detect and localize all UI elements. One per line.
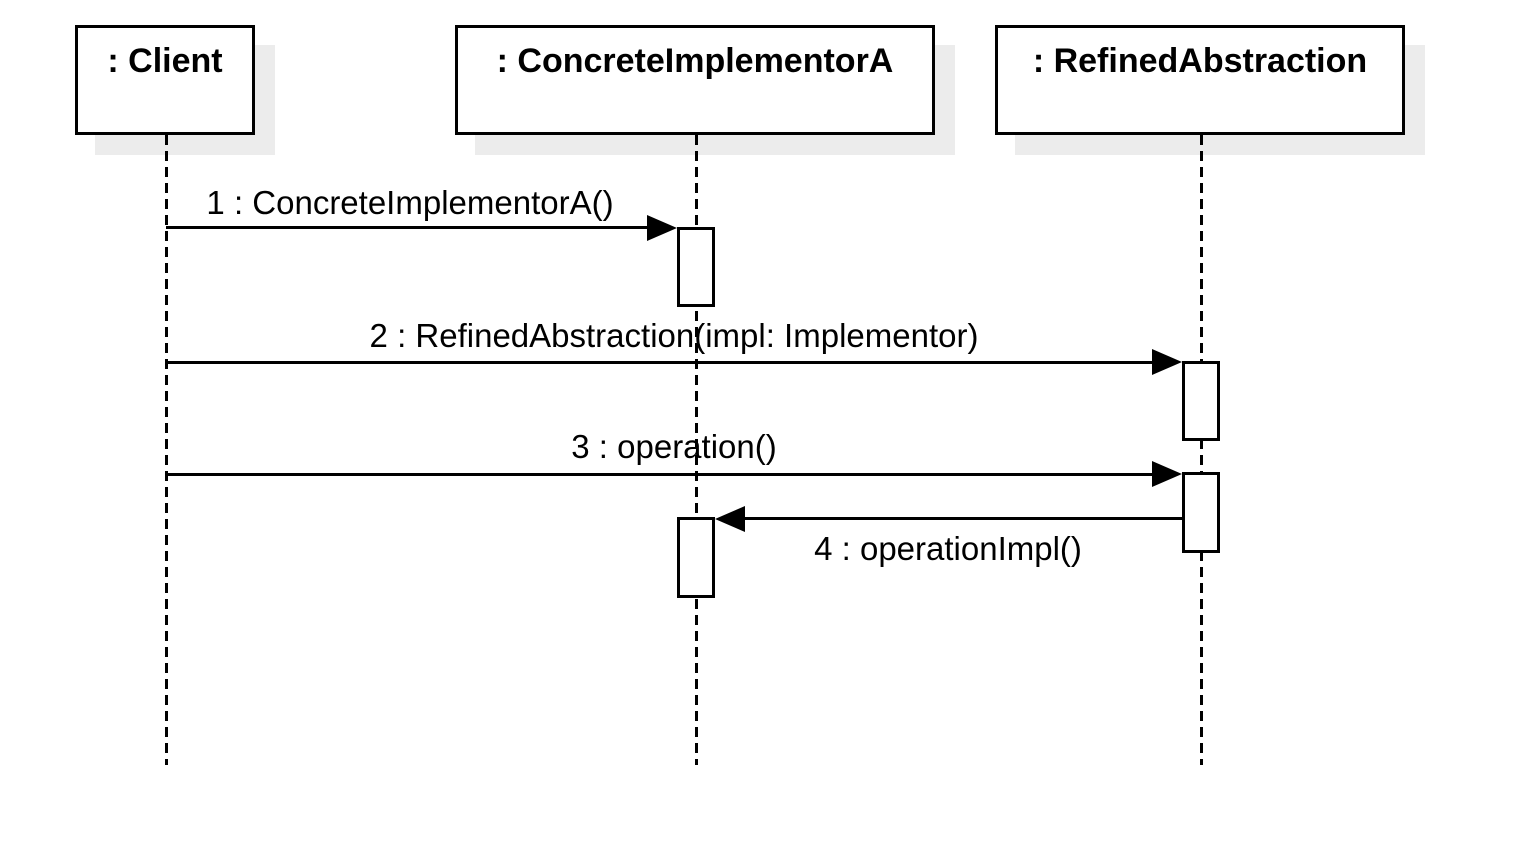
message-label-1: 1 : ConcreteImplementorA() xyxy=(206,184,614,221)
activation-msg1-concrete-implementor-a xyxy=(677,227,715,307)
actor-box-refined-abstraction: : RefinedAbstraction xyxy=(995,25,1405,135)
actor-box-concrete-implementor-a: : ConcreteImplementorA xyxy=(455,25,935,135)
message-line-2 xyxy=(166,360,1158,364)
message-label-4: 4 : operationImpl() xyxy=(814,530,1082,567)
lifeline-client xyxy=(164,135,168,765)
lifeline-refined-abstraction xyxy=(1199,135,1203,765)
actor-box-client: : Client xyxy=(75,25,255,135)
message-line-3 xyxy=(166,472,1158,476)
actor-label-client: : Client xyxy=(107,42,223,80)
message-label-2: 2 : RefinedAbstraction(impl: Implementor… xyxy=(369,317,979,354)
lifeline-concrete-implementor-a xyxy=(694,135,698,765)
arrowhead-left-icon xyxy=(715,505,745,532)
message-label-3: 3 : operation() xyxy=(571,428,777,465)
arrowhead-right-icon xyxy=(1152,349,1182,375)
activation-msg4-concrete-implementor-a xyxy=(677,517,715,598)
actor-label-refined-abstraction: : RefinedAbstraction xyxy=(1032,42,1368,80)
activation-msg2-refined-abstraction xyxy=(1182,361,1220,441)
activation-msg3-refined-abstraction xyxy=(1182,472,1220,553)
message-line-1 xyxy=(166,226,653,229)
arrowhead-right-icon xyxy=(647,214,677,241)
message-line-4 xyxy=(741,517,1182,520)
actor-label-concrete-implementor-a: : ConcreteImplementorA xyxy=(496,42,894,80)
arrowhead-right-icon xyxy=(1152,461,1182,487)
